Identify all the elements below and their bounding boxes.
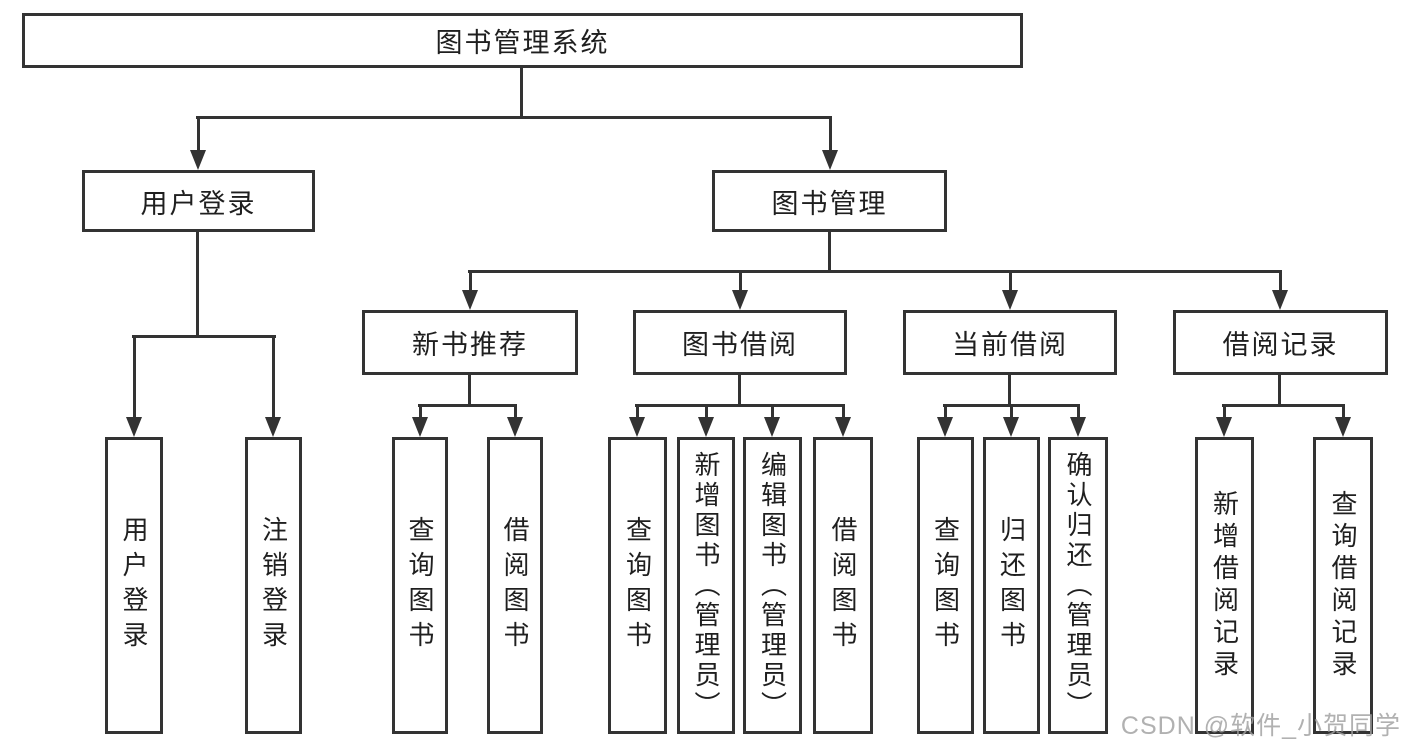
arrow-to-new-book-recommend bbox=[462, 272, 478, 310]
leaf-nbr-query-books-label: 查询图书 bbox=[405, 515, 435, 656]
arrow-cb-query-books bbox=[937, 406, 953, 437]
arrow-to-book-borrow bbox=[732, 272, 748, 310]
node-current-borrow: 当前借阅 bbox=[903, 310, 1117, 375]
leaf-cb-return-book-label: 归还图书 bbox=[996, 515, 1027, 656]
node-book-borrow-label: 图书借阅 bbox=[682, 330, 798, 360]
connector-borrow-records-split bbox=[1222, 404, 1345, 407]
node-current-borrow-label: 当前借阅 bbox=[952, 330, 1068, 360]
connector-book-management-stem bbox=[828, 232, 831, 272]
connector-root-stem bbox=[520, 68, 523, 119]
connector-current-borrow-split bbox=[943, 404, 1080, 407]
leaf-br-add-borrow-record-label: 新增借阅记录 bbox=[1209, 489, 1240, 682]
leaf-nbr-query-books: 查询图书 bbox=[392, 437, 448, 734]
node-book-management-label: 图书管理 bbox=[771, 188, 888, 219]
arrow-nbr-borrow-books bbox=[507, 406, 523, 437]
leaf-bb-query-books: 查询图书 bbox=[608, 437, 667, 734]
arrow-to-current-borrow bbox=[1002, 272, 1018, 310]
arrow-cb-return-book bbox=[1003, 406, 1019, 437]
node-borrow-records: 借阅记录 bbox=[1173, 310, 1388, 375]
arrow-nbr-query-books bbox=[412, 406, 428, 437]
leaf-bb-edit-book-admin: 编辑图书（管理员） bbox=[743, 437, 802, 734]
connector-current-borrow-stem bbox=[1008, 375, 1011, 406]
connector-book-borrow-stem bbox=[738, 375, 741, 406]
connector-user-login-split bbox=[132, 335, 276, 338]
arrow-to-user-login bbox=[190, 117, 206, 170]
node-new-book-recommend: 新书推荐 bbox=[362, 310, 578, 375]
node-user-login-label: 用户登录 bbox=[140, 188, 257, 219]
leaf-bb-query-books-label: 查询图书 bbox=[622, 515, 653, 656]
node-book-borrow: 图书借阅 bbox=[633, 310, 847, 375]
csdn-watermark: CSDN @软件_小贺同学 bbox=[1120, 712, 1401, 740]
arrow-to-leaf-logout bbox=[265, 337, 281, 437]
arrow-bb-edit-book bbox=[764, 406, 780, 437]
leaf-bb-borrow-books-label: 借阅图书 bbox=[828, 515, 858, 656]
arrow-br-add-record bbox=[1216, 406, 1232, 437]
connector-borrow-records-stem bbox=[1278, 375, 1281, 406]
leaf-logout-label: 注销登录 bbox=[258, 515, 289, 656]
leaf-cb-return-book: 归还图书 bbox=[983, 437, 1040, 734]
leaf-cb-query-books-label: 查询图书 bbox=[930, 515, 961, 656]
arrow-to-leaf-user-login bbox=[126, 337, 142, 437]
leaf-br-query-borrow-record: 查询借阅记录 bbox=[1313, 437, 1373, 734]
leaf-bb-edit-book-admin-label: 编辑图书（管理员） bbox=[757, 450, 788, 721]
node-root-label: 图书管理系统 bbox=[435, 28, 610, 58]
arrow-cb-confirm-return bbox=[1070, 406, 1086, 437]
arrow-br-query-record bbox=[1335, 406, 1351, 437]
leaf-bb-add-book-admin-label: 新增图书（管理员） bbox=[691, 450, 721, 721]
connector-book-management-split bbox=[468, 270, 1282, 273]
leaf-cb-query-books: 查询图书 bbox=[917, 437, 974, 734]
leaf-cb-confirm-return-admin-label: 确认归还（管理员） bbox=[1063, 450, 1093, 721]
connector-new-book-recommend-split bbox=[418, 404, 517, 407]
node-new-book-recommend-label: 新书推荐 bbox=[412, 330, 528, 360]
leaf-cb-confirm-return-admin: 确认归还（管理员） bbox=[1048, 437, 1108, 734]
connector-root-split bbox=[196, 116, 832, 119]
arrow-bb-add-book bbox=[698, 406, 714, 437]
connector-book-borrow-split bbox=[635, 404, 845, 407]
leaf-br-add-borrow-record: 新增借阅记录 bbox=[1195, 437, 1254, 734]
node-book-management: 图书管理 bbox=[712, 170, 947, 232]
leaf-user-login-label: 用户登录 bbox=[119, 515, 149, 656]
arrow-to-borrow-records bbox=[1272, 272, 1288, 310]
leaf-bb-borrow-books: 借阅图书 bbox=[813, 437, 873, 734]
arrow-to-book-management bbox=[822, 117, 838, 170]
leaf-nbr-borrow-books: 借阅图书 bbox=[487, 437, 543, 734]
leaf-logout: 注销登录 bbox=[245, 437, 302, 734]
leaf-br-query-borrow-record-label: 查询借阅记录 bbox=[1328, 489, 1358, 682]
node-user-login: 用户登录 bbox=[82, 170, 315, 232]
leaf-bb-add-book-admin: 新增图书（管理员） bbox=[677, 437, 735, 734]
connector-new-book-recommend-stem bbox=[468, 375, 471, 406]
node-borrow-records-label: 借阅记录 bbox=[1222, 330, 1339, 360]
connector-user-login-stem bbox=[196, 232, 199, 338]
leaf-nbr-borrow-books-label: 借阅图书 bbox=[500, 515, 530, 656]
arrow-bb-borrow-books bbox=[835, 406, 851, 437]
leaf-user-login: 用户登录 bbox=[105, 437, 163, 734]
arrow-bb-query-books bbox=[629, 406, 645, 437]
node-root: 图书管理系统 bbox=[22, 13, 1023, 68]
